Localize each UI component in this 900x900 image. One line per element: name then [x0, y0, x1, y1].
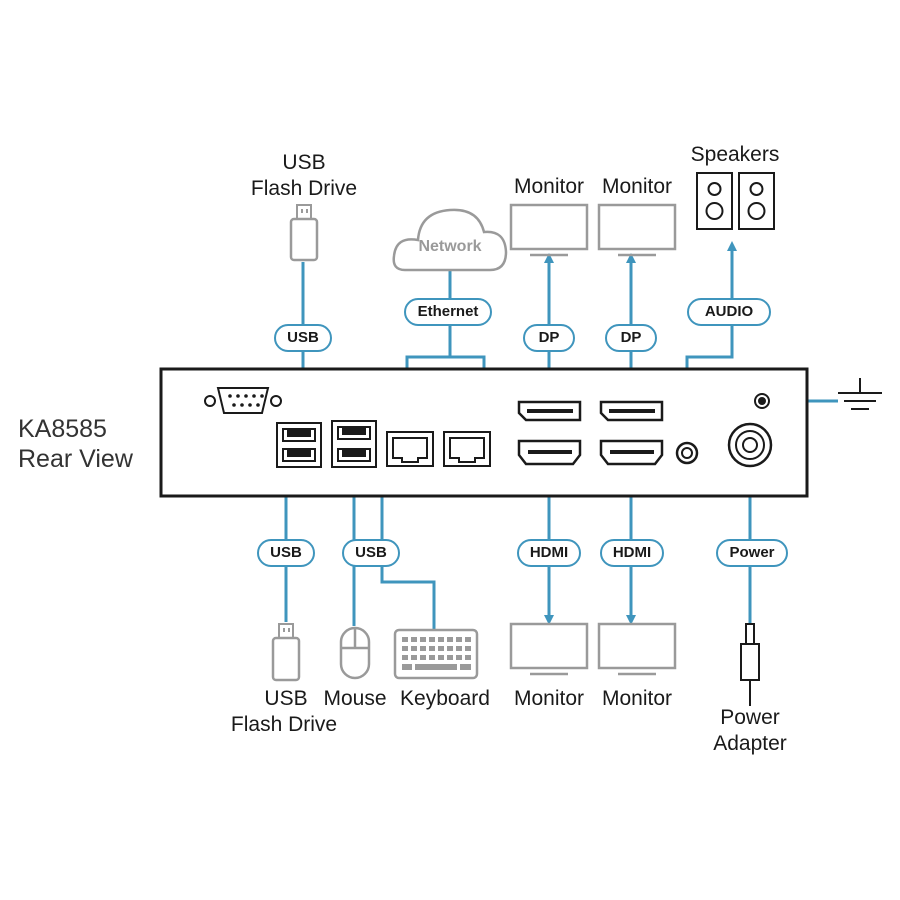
hdmi-port-2 — [599, 439, 664, 466]
monitor-bottom-1 — [509, 622, 589, 676]
dp2-pill: DP — [605, 324, 657, 352]
hdmi-port-1 — [517, 439, 582, 466]
monitor-bottom-2-label: Monitor — [601, 687, 673, 710]
monitor-bottom-2 — [597, 622, 677, 676]
usb-flash-bottom-label-1: USB — [264, 687, 308, 710]
network-cloud-label: Network — [418, 238, 482, 255]
panel-ports — [204, 387, 773, 468]
power-jack — [727, 422, 773, 468]
power-adapter-label-1: Power — [720, 706, 780, 729]
usb-bottom-left-pill: USB — [257, 539, 315, 567]
monitor-top-2-label: Monitor — [601, 175, 673, 198]
speakers — [696, 172, 775, 230]
usb-top-pill: USB — [274, 324, 332, 352]
ethernet-port-1 — [386, 431, 434, 467]
usb-flash-drive-top — [289, 204, 319, 262]
keyboard-cable — [380, 430, 436, 630]
dp1-pill: DP — [523, 324, 575, 352]
displayport-2 — [599, 400, 664, 422]
audio-jack — [675, 441, 699, 465]
hdmi2-pill: HDMI — [600, 539, 664, 567]
hdmi1-pill: HDMI — [517, 539, 581, 567]
keyboard-label: Keyboard — [400, 687, 490, 710]
usb-bottom-mid-pill: USB — [342, 539, 400, 567]
usb-flash-top-label-2: Flash Drive — [250, 177, 358, 200]
monitor-top-1-label: Monitor — [513, 175, 585, 198]
power-adapter-plug — [740, 623, 760, 706]
devices — [271, 172, 775, 706]
mouse-label: Mouse — [323, 687, 387, 710]
monitor-bottom-1-label: Monitor — [513, 687, 585, 710]
ground-symbol — [838, 378, 882, 410]
mouse — [339, 626, 371, 680]
serial-port — [204, 387, 282, 414]
ethernet-pill: Ethernet — [404, 298, 492, 326]
usb-flash-drive-bottom — [271, 623, 301, 682]
network-cloud — [392, 208, 508, 272]
usb-flash-bottom-label-2: Flash Drive — [230, 713, 338, 736]
usb-flash-top-label-1: USB — [282, 151, 326, 174]
audio-pill: AUDIO — [687, 298, 771, 326]
usb-port-stack-2 — [331, 420, 377, 468]
usb-port-stack-1 — [276, 422, 322, 468]
diagram-title-line1: KA8585 — [18, 415, 107, 443]
monitor-top-2 — [597, 203, 677, 257]
keyboard — [393, 628, 479, 680]
speakers-label: Speakers — [690, 143, 780, 166]
displayport-1 — [517, 400, 582, 422]
power-adapter-label-2: Adapter — [713, 732, 787, 755]
monitor-top-1 — [509, 203, 589, 257]
diagram-title-line2: Rear View — [18, 445, 133, 473]
ethernet-port-2 — [443, 431, 491, 467]
ground-screw — [754, 393, 770, 409]
power-pill: Power — [716, 539, 788, 567]
